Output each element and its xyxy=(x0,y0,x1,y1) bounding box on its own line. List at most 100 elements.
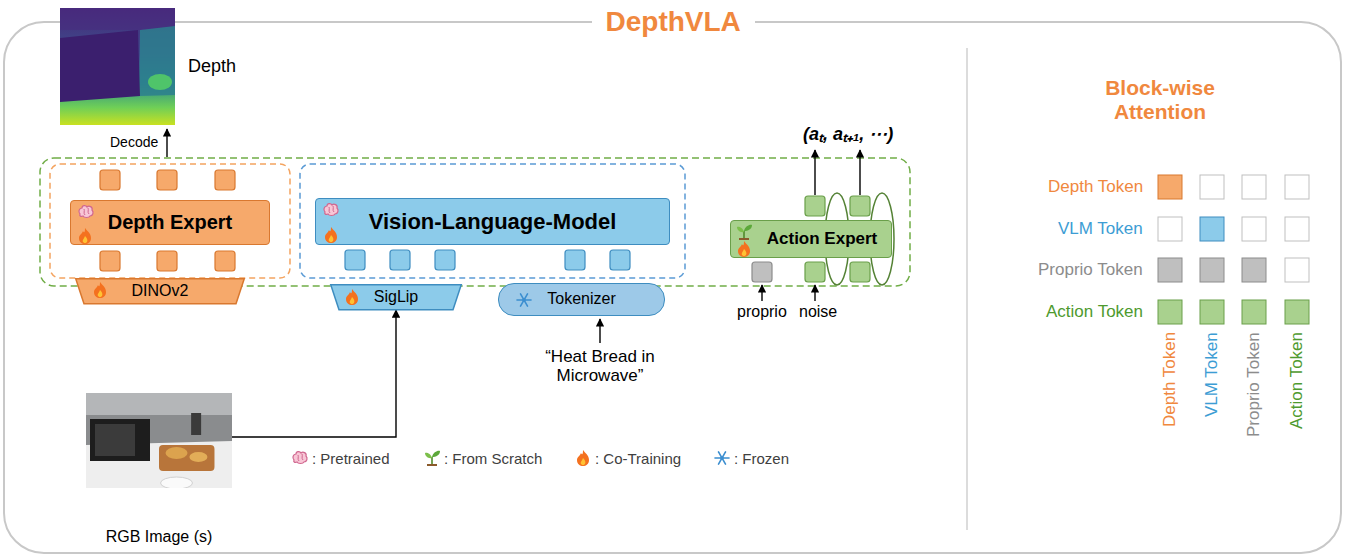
legend-entry: : Frozen xyxy=(713,449,789,467)
photo-basket xyxy=(159,445,214,471)
snowflake-arm xyxy=(521,294,528,306)
photo-robot xyxy=(191,413,201,435)
model-box: Vision-Language-Model xyxy=(315,198,670,245)
attention-cell xyxy=(1158,258,1182,282)
depth-map-far xyxy=(60,8,175,30)
photo-microwave xyxy=(90,419,150,461)
snowflake-core xyxy=(720,456,724,460)
model-group xyxy=(40,158,910,286)
token-square xyxy=(850,262,870,282)
token-square xyxy=(435,250,455,270)
row-label: VLM Token xyxy=(1058,219,1143,239)
fire-icon-inner xyxy=(742,249,747,256)
fire-icon-outer xyxy=(577,450,589,466)
panel-separator xyxy=(966,48,968,530)
photo-bread xyxy=(189,452,207,462)
brain-icon xyxy=(324,204,338,216)
token-square xyxy=(752,262,772,282)
fire-icon-inner xyxy=(83,236,88,243)
legend-icon xyxy=(423,449,441,467)
token-square xyxy=(215,251,235,271)
rgb-photo xyxy=(86,393,232,488)
text-label: Block-wise Attention xyxy=(1073,76,1248,124)
node-text: Tokenizer xyxy=(547,290,615,308)
token-square xyxy=(157,251,177,271)
photo-wall xyxy=(86,393,232,488)
fire-icon-inner xyxy=(329,235,334,242)
sprout-leaf xyxy=(744,225,752,231)
legend-entry: : From Scratch xyxy=(423,449,542,467)
attention-cell xyxy=(1285,258,1309,282)
fire-icon-outer xyxy=(79,228,91,244)
token-square xyxy=(345,250,365,270)
flow-arrow xyxy=(166,129,167,157)
node-text: RGB Image (s) xyxy=(106,528,213,546)
depth-map-microwave xyxy=(60,30,140,102)
fire-icon-outer xyxy=(738,241,750,257)
trapezoid-shape xyxy=(331,285,462,310)
attention-cell xyxy=(1200,175,1224,199)
token-square xyxy=(850,196,870,216)
node-text: SigLip xyxy=(374,288,418,306)
status-icon xyxy=(514,290,534,310)
encoder-trapezoid: DINOv2 xyxy=(75,278,245,304)
fire-icon-inner xyxy=(98,290,103,297)
attention-grid xyxy=(1158,175,1309,324)
attention-cell xyxy=(1158,217,1182,241)
fire-icon-inner xyxy=(581,458,586,465)
column-label: Action Token xyxy=(1287,332,1307,429)
snowflake-arm xyxy=(521,294,528,306)
status-icon xyxy=(321,225,341,245)
token-square xyxy=(565,250,585,270)
snowflake-arm xyxy=(719,452,726,464)
status-icon xyxy=(90,280,110,300)
status-icon xyxy=(734,222,754,242)
attention-cell xyxy=(1200,300,1224,324)
flow-arrow xyxy=(599,319,600,343)
brain-icon-folds xyxy=(329,206,334,213)
sprout-soil xyxy=(739,238,749,240)
trapezoid-shape xyxy=(76,279,245,304)
row-label: Proprio Token xyxy=(1038,260,1143,280)
status-icon xyxy=(321,200,341,220)
attention-cell xyxy=(1242,300,1266,324)
attention-cell xyxy=(1242,258,1266,282)
attention-cell xyxy=(1285,175,1309,199)
status-icon xyxy=(75,226,95,246)
attention-cell xyxy=(1158,300,1182,324)
model-box: Depth Expert xyxy=(70,200,270,245)
fire-icon-inner xyxy=(350,297,355,304)
node-text: Action Expert xyxy=(767,229,878,249)
vlm-group xyxy=(300,164,685,278)
flow-arrow xyxy=(859,150,860,195)
sprout-leaf xyxy=(737,227,744,233)
diagram-title: DepthVLA xyxy=(592,6,755,38)
snowflake-core xyxy=(522,298,526,302)
attention-cell xyxy=(1285,300,1309,324)
node-text: Vision-Language-Model xyxy=(369,209,617,234)
attention-cell xyxy=(1200,217,1224,241)
brain-icon xyxy=(79,206,93,218)
token-square xyxy=(805,196,825,216)
attention-cell xyxy=(1285,217,1309,241)
snowflake-arm xyxy=(719,452,726,464)
depth-map-ground xyxy=(60,8,175,125)
row-label: Action Token xyxy=(1046,302,1143,322)
depth-map-side xyxy=(140,26,175,96)
flow-arrow xyxy=(761,285,762,301)
brain-icon-folds xyxy=(298,454,303,461)
row-label: Depth Token xyxy=(1048,177,1143,197)
text-label: Decode xyxy=(110,134,158,150)
attention-cell xyxy=(1200,258,1224,282)
token-square xyxy=(100,170,120,190)
status-icon xyxy=(734,239,754,259)
sprout-stem xyxy=(743,231,745,239)
encoder-trapezoid: SigLip xyxy=(330,284,462,310)
image-input: RGB Image (s) xyxy=(86,393,232,549)
fire-icon-outer xyxy=(94,282,106,298)
legend-icon xyxy=(291,449,309,467)
attention-cell xyxy=(1158,175,1182,199)
text-label: noise xyxy=(799,303,837,321)
legend-text: : From Scratch xyxy=(444,450,542,467)
